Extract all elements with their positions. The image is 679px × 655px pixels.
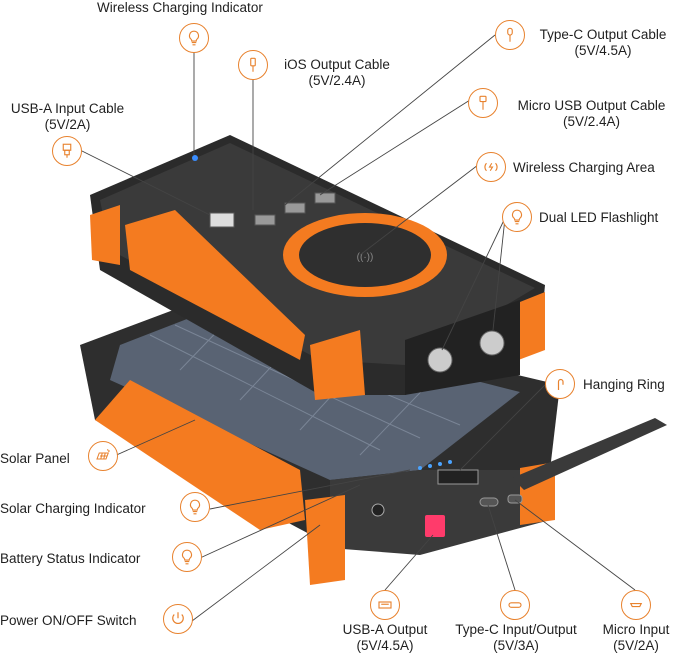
flashlight-led-left xyxy=(427,347,453,373)
typec-cable-label: Type-C Output Cable (5V/4.5A) xyxy=(527,27,679,59)
typec-io-title: Type-C Input/Output xyxy=(455,622,577,637)
ios-cable-spec: (5V/2.4A) xyxy=(308,73,366,88)
power-icon xyxy=(163,604,193,634)
type-c-port xyxy=(479,497,499,507)
type-c-port-icon xyxy=(500,590,530,620)
micro-cable-spec: (5V/2.4A) xyxy=(562,114,621,129)
top-unit: ((·)) xyxy=(90,135,545,400)
bulb-icon xyxy=(172,542,202,572)
micro-input-spec: (5V/2A) xyxy=(613,638,659,653)
bulb-icon xyxy=(180,492,210,522)
solar-indicator-label: Solar Charging Indicator xyxy=(0,501,146,516)
micro-cable-title: Micro USB Output Cable xyxy=(517,98,666,113)
ios-cable-label: iOS Output Cable (5V/2.4A) xyxy=(272,57,402,89)
ring-icon xyxy=(545,369,575,399)
typec-cable-spec: (5V/4.5A) xyxy=(574,43,632,58)
wireless-indicator-label: Wireless Charging Indicator xyxy=(97,0,263,15)
bulb-icon xyxy=(502,202,532,232)
usba-input-spec: (5V/2A) xyxy=(44,117,91,132)
usb-a-plug-icon xyxy=(52,136,82,166)
wireless-area-label: Wireless Charging Area xyxy=(513,160,655,175)
solar-panel-label: Solar Panel xyxy=(0,451,70,466)
usba-output-spec: (5V/4.5A) xyxy=(356,638,414,653)
usb-a-cable-head xyxy=(209,212,235,228)
usb-a-port xyxy=(425,515,445,537)
wireless-indicator-led xyxy=(192,155,198,161)
flashlight-label: Dual LED Flashlight xyxy=(539,210,659,225)
usb-a-port-icon xyxy=(370,590,400,620)
solar-panel-icon xyxy=(88,441,118,471)
bottom-left-bumper xyxy=(95,380,305,530)
top-left-bumper xyxy=(125,210,305,360)
usba-input-label: USB-A Input Cable (5V/2A) xyxy=(0,101,135,133)
bulb-icon xyxy=(179,23,209,53)
flashlight-led-right xyxy=(479,330,505,356)
typec-cable-title: Type-C Output Cable xyxy=(539,27,667,42)
micro-input-label: Micro Input (5V/2A) xyxy=(593,622,679,654)
leader-lines xyxy=(79,34,636,622)
wireless-charge-icon xyxy=(476,152,506,182)
typec-io-spec: (5V/3A) xyxy=(493,638,539,653)
ios-cable-title: iOS Output Cable xyxy=(284,57,390,72)
usba-input-title: USB-A Input Cable xyxy=(10,101,125,116)
micro-usb-plug-icon xyxy=(468,88,498,118)
typec-io-label: Type-C Input/Output (5V/3A) xyxy=(443,622,589,654)
usba-output-title: USB-A Output xyxy=(342,622,428,637)
micro-cable-label: Micro USB Output Cable (5V/2.4A) xyxy=(504,98,679,130)
micro-input-title: Micro Input xyxy=(602,622,670,637)
power-switch-label: Power ON/OFF Switch xyxy=(0,613,137,628)
hanging-ring-label: Hanging Ring xyxy=(583,377,665,392)
battery-leds xyxy=(418,460,452,470)
svg-text:((·)): ((·)) xyxy=(357,252,374,263)
lightning-plug-icon xyxy=(238,50,268,80)
type-c-plug-icon xyxy=(495,20,525,50)
usba-output-label: USB-A Output (5V/4.5A) xyxy=(330,622,440,654)
hanging-ring-slot xyxy=(437,469,479,485)
micro-usb-port-icon xyxy=(621,590,651,620)
micro-port xyxy=(507,494,523,504)
battery-indicator-label: Battery Status Indicator xyxy=(0,551,141,566)
